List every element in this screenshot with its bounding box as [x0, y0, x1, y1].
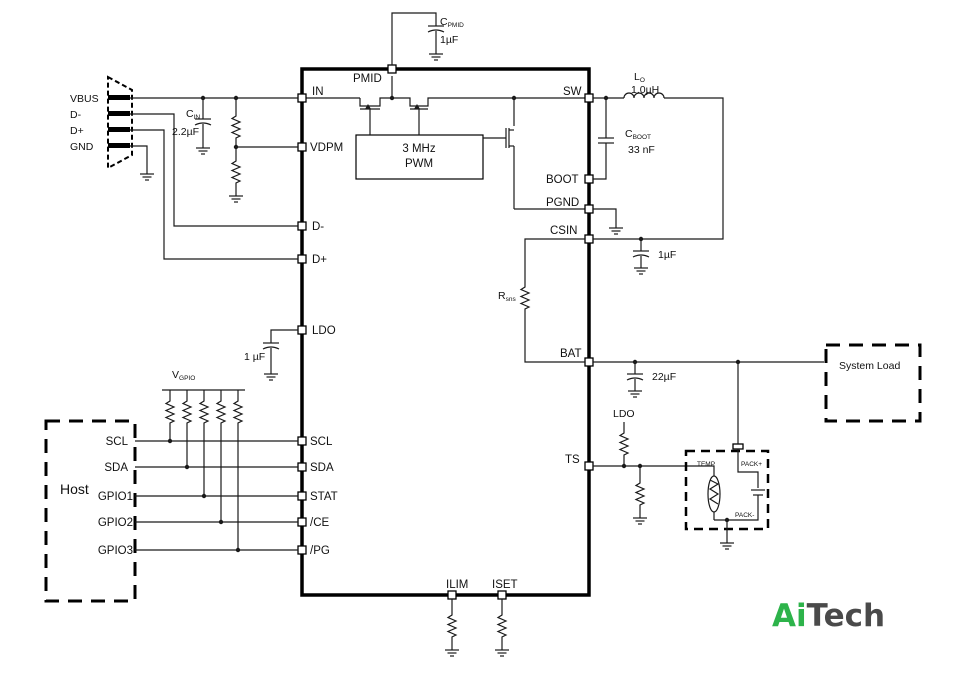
- pin-pg: [297, 545, 307, 555]
- pin-dplus-label: D+: [312, 254, 327, 266]
- pin-ce: [297, 517, 307, 527]
- cpmid-value: 1µF: [440, 34, 458, 46]
- ts-ldo-label: LDO: [613, 408, 635, 420]
- host-title: Host: [60, 481, 89, 497]
- pwm-label: PWM: [405, 158, 433, 170]
- host-box: [44, 419, 137, 603]
- usb-dminus-label: D-: [70, 109, 82, 121]
- usb-connector: [107, 75, 133, 170]
- vgpio-label: VGPIO: [172, 369, 195, 382]
- pack-plus-label: PACK+: [741, 461, 762, 468]
- lo-label: LO: [634, 71, 645, 84]
- pin-bat-label: BAT: [560, 348, 582, 360]
- pin-ts-label: TS: [565, 454, 580, 466]
- usb-gnd-label: GND: [70, 141, 94, 153]
- pin-boot: [584, 174, 594, 184]
- pin-vdpm-label: VDPM: [310, 142, 343, 154]
- pwm-freq-label: 3 MHz: [402, 143, 435, 155]
- pin-sda: [297, 462, 307, 472]
- usb-vbus-label: VBUS: [70, 93, 99, 105]
- host-gpio2: GPIO2: [98, 517, 133, 529]
- rsns-label: Rsns: [498, 290, 516, 303]
- gpio-pullups: [165, 390, 243, 550]
- pin-in-label: IN: [312, 86, 324, 98]
- pin-ce-label: /CE: [310, 517, 330, 529]
- pin-iset-label: ISET: [492, 579, 518, 591]
- pin-scl-label: SCL: [310, 436, 333, 448]
- pack-minus-label: PACK-: [735, 512, 754, 519]
- usb-dplus-label: D+: [70, 125, 84, 137]
- host-gpio1: GPIO1: [98, 491, 133, 503]
- ldo-cap-value: 1 µF: [244, 351, 265, 363]
- pin-ldo: [297, 325, 307, 335]
- cin-label: CIN: [186, 108, 200, 121]
- cin-value: 2.2µF: [172, 126, 199, 138]
- pin-stat-label: STAT: [310, 491, 338, 503]
- pin-in: [297, 93, 307, 103]
- pin-csin-label: CSIN: [550, 225, 577, 237]
- pin-dminus: [297, 221, 307, 231]
- system-load-label: System Load: [839, 360, 900, 372]
- pin-pgnd-label: PGND: [546, 197, 579, 209]
- pin-sw-label: SW: [563, 86, 582, 98]
- lo-value: 1.0µH: [631, 84, 659, 96]
- pin-ts: [584, 461, 594, 471]
- pin-pmid-label: PMID: [353, 73, 382, 85]
- cpmid-label: CPMID: [440, 16, 464, 29]
- host-sda: SDA: [104, 462, 128, 474]
- inductor-lo: [623, 92, 665, 99]
- host-scl: SCL: [106, 436, 129, 448]
- pwm-block: [355, 134, 484, 180]
- pin-sw: [584, 93, 594, 103]
- pin-scl: [297, 436, 307, 446]
- pin-pmid: [387, 64, 397, 74]
- pin-dminus-label: D-: [312, 221, 324, 233]
- pin-sda-label: SDA: [310, 462, 334, 474]
- cboot-label: CBOOT: [625, 128, 651, 141]
- cboot-value: 33 nF: [628, 144, 655, 156]
- csin-cap-value: 1µF: [658, 249, 676, 261]
- pin-ldo-label: LDO: [312, 325, 336, 337]
- watermark-logo: AiTech: [772, 598, 885, 634]
- pin-iset: [497, 590, 507, 600]
- bat-cap-value: 22µF: [652, 371, 676, 383]
- pin-boot-label: BOOT: [546, 174, 579, 186]
- pin-pgnd: [584, 204, 594, 214]
- host-gpio3: GPIO3: [98, 545, 133, 557]
- pin-csin: [584, 234, 594, 244]
- pin-pg-label: /PG: [310, 545, 330, 557]
- pack-temp-label: TEMP: [697, 461, 715, 468]
- pin-dplus: [297, 254, 307, 264]
- pin-vdpm: [297, 142, 307, 152]
- pin-ilim-label: ILIM: [446, 579, 468, 591]
- pin-ilim: [447, 590, 457, 600]
- pin-stat: [297, 491, 307, 501]
- pin-bat: [584, 357, 594, 367]
- system-load-box: [824, 343, 922, 423]
